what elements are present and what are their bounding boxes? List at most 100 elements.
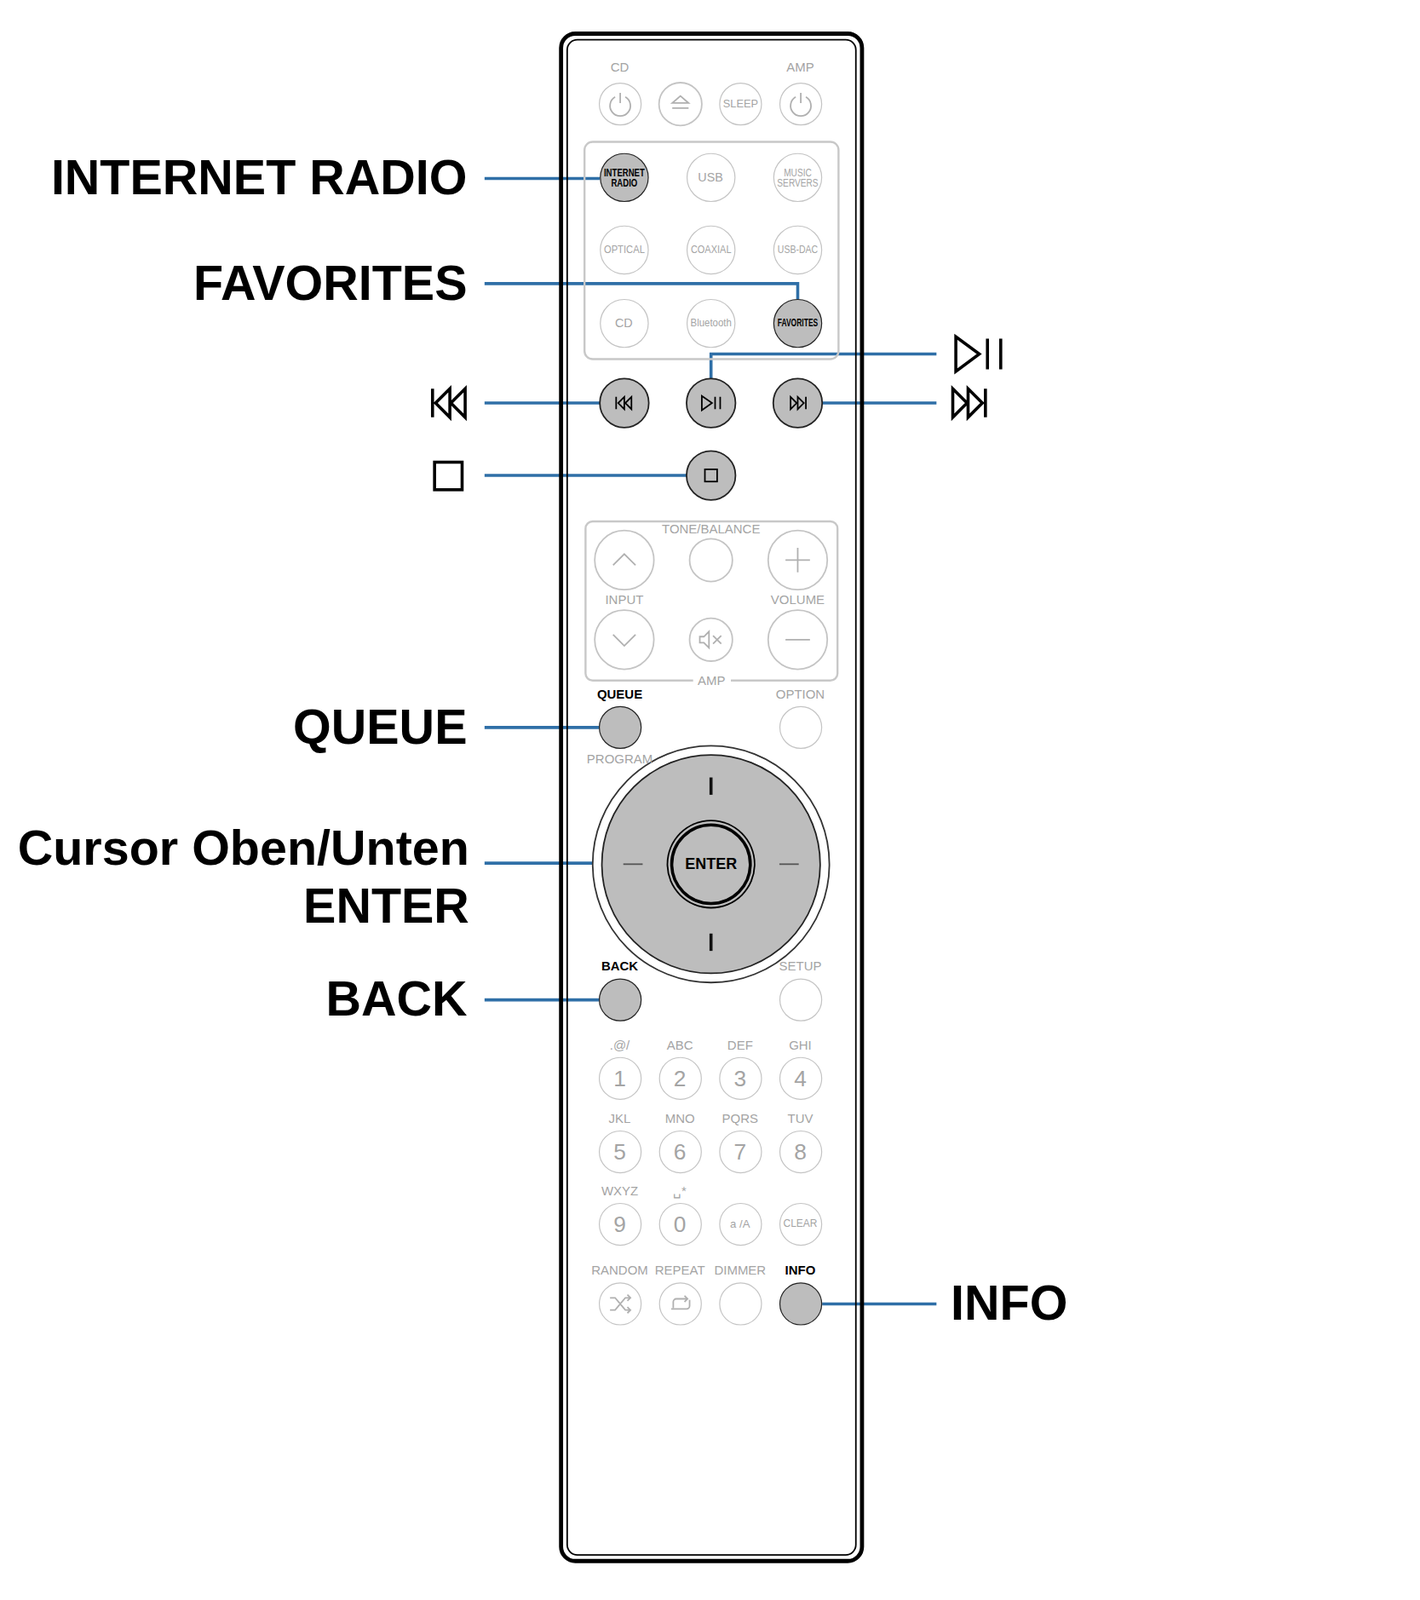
mute-button	[689, 618, 733, 662]
remote-button: CD	[598, 82, 642, 126]
plus-icon	[785, 547, 811, 573]
remote-button: TUV8	[779, 1130, 823, 1173]
remote-body-inner	[567, 40, 857, 1555]
button-label: 1	[613, 1065, 627, 1090]
remote-button: ENTER	[670, 822, 753, 905]
leader-line	[822, 1302, 937, 1306]
button-label: 6	[673, 1139, 687, 1164]
callout-label: INTERNET RADIO	[51, 149, 468, 208]
button-label: INTERNET RADIO	[603, 166, 644, 188]
input-up-button	[594, 530, 654, 590]
button-label: 7	[733, 1139, 747, 1164]
button-label: COAXIAL	[689, 243, 731, 256]
remote-button: ␣*0	[659, 1202, 702, 1246]
remote-button: DIMMER	[718, 1282, 762, 1325]
remote-button: SETUP	[779, 977, 823, 1021]
next-icon	[790, 396, 806, 409]
button-caption: ABC	[666, 1038, 694, 1053]
remote-button: GHI4	[779, 1057, 823, 1100]
button-caption: AMP	[786, 61, 814, 75]
leader-line	[484, 998, 599, 1002]
eject-icon	[672, 96, 689, 109]
play-pause-symbol	[955, 336, 1001, 372]
down-icon	[613, 634, 636, 646]
remote-button: MUSIC SERVERS	[773, 153, 823, 202]
tick	[623, 862, 644, 865]
leader-line	[711, 354, 938, 380]
up-icon	[613, 553, 636, 565]
button-label: 3	[733, 1065, 747, 1090]
remote-button: WXYZ9	[598, 1202, 642, 1246]
button-label: CD	[615, 316, 633, 329]
tick	[709, 777, 713, 795]
volume-down-button	[768, 609, 828, 669]
button-label: CLEAR	[783, 1218, 818, 1230]
play-pause-icon	[701, 396, 721, 411]
button-caption: INFO	[785, 1264, 817, 1278]
button-caption: OPTION	[776, 687, 825, 702]
remote-button: PQRS7	[718, 1130, 762, 1173]
panel-label: AMP	[692, 674, 731, 689]
leader-line	[484, 861, 594, 865]
next-button	[773, 378, 823, 427]
callout-label: QUEUE	[293, 698, 467, 757]
remote-button: .@/1	[598, 1057, 642, 1100]
callout-label: BACK	[325, 971, 467, 1030]
button-label: 0	[673, 1212, 687, 1237]
button-caption: RANDOM	[591, 1264, 649, 1278]
remote-button: a /A	[718, 1202, 762, 1246]
button-caption: DIMMER	[713, 1264, 766, 1278]
button-label: ENTER	[684, 856, 737, 873]
button-label: 4	[793, 1065, 807, 1090]
input-down-button	[594, 609, 654, 669]
button-label: FAVORITES	[776, 316, 818, 329]
button-caption: CD	[610, 61, 630, 75]
minus-icon	[785, 638, 811, 641]
button-caption: REPEAT	[655, 1264, 706, 1278]
remote-button: USB	[686, 153, 736, 202]
button-label: SLEEP	[722, 97, 758, 110]
remote-button: AMP	[779, 82, 823, 126]
remote-button: BACK	[598, 977, 642, 1021]
remote-button: INFO	[779, 1282, 823, 1325]
tick	[709, 933, 713, 951]
button-caption: QUEUE	[597, 687, 643, 702]
pale-icons	[609, 92, 811, 1313]
remote-body	[561, 34, 863, 1562]
source-panel	[584, 141, 839, 359]
button-label: 9	[613, 1212, 627, 1237]
cursor-dial	[602, 754, 821, 973]
remote-button: INTERNET RADIO	[599, 153, 649, 202]
button-caption: BACK	[601, 960, 639, 974]
remote-button: CD	[599, 298, 649, 348]
remote-button: REPEAT	[659, 1282, 702, 1325]
remote-button: QUEUEPROGRAM	[598, 706, 642, 749]
button-caption: MNO	[665, 1111, 696, 1126]
play-pause-button	[686, 378, 736, 427]
button-label: Bluetooth	[689, 316, 731, 329]
button-caption: PROGRAM	[586, 753, 653, 767]
eject-button	[659, 82, 702, 126]
button-caption: ␣*	[672, 1184, 686, 1198]
callout-label: FAVORITES	[193, 254, 468, 313]
button-label: 5	[613, 1139, 627, 1164]
previous-icon	[615, 396, 632, 409]
panel-label: TONE/BALANCE	[661, 522, 760, 538]
remote-button: USB-DAC	[773, 225, 823, 275]
button-caption: WXYZ	[601, 1184, 639, 1198]
leader-lines	[484, 178, 938, 1305]
panel-label: INPUT	[604, 592, 644, 608]
tick	[779, 862, 800, 865]
remote-button: JKL5	[598, 1130, 642, 1173]
dial-ticks	[623, 777, 800, 952]
button-caption: JKL	[609, 1111, 632, 1126]
button-label: 8	[793, 1139, 807, 1164]
remote-button: ABC2	[659, 1057, 702, 1100]
remote-button: Bluetooth	[686, 298, 736, 348]
leader-line	[484, 725, 599, 730]
button-caption: PQRS	[722, 1111, 759, 1126]
remote-button: FAVORITES	[773, 298, 823, 348]
leader-line	[484, 177, 600, 181]
button-caption: GHI	[788, 1038, 812, 1053]
stop-symbol	[434, 461, 462, 489]
